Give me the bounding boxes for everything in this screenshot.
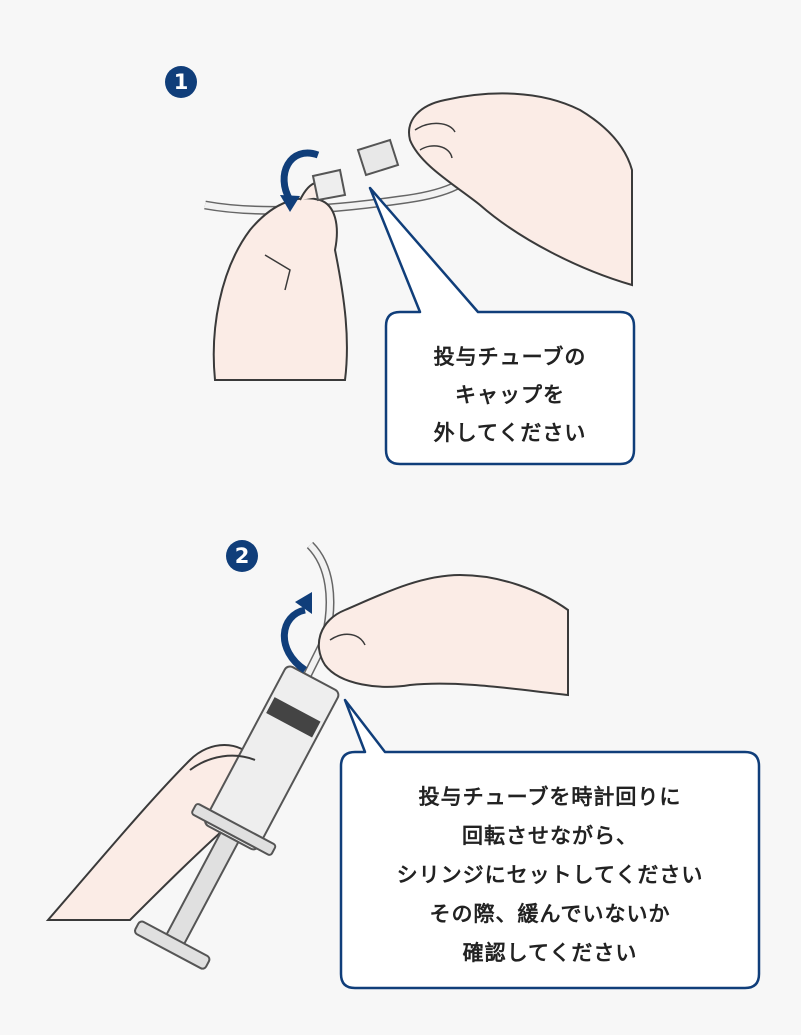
step-2-callout-line: 投与チューブを時計回りに — [418, 785, 682, 809]
step-2-callout-line: その際、緩んでいないか — [429, 902, 671, 926]
step-1-callout-line: 投与チューブの — [433, 345, 587, 369]
cap-removal-illustration — [204, 92, 636, 466]
step-2-callout: 投与チューブを時計回りに 回転させながら、 シリンジにセットしてください その際… — [340, 778, 760, 973]
step-1-callout: 投与チューブの キャップを 外してください — [386, 338, 634, 452]
step-2-number-badge: 2 — [226, 540, 258, 572]
step-2-callout-line: 回転させながら、 — [462, 824, 638, 848]
syringe-attach-illustration — [45, 541, 761, 990]
step-1-number-badge: 1 — [165, 66, 197, 98]
step-2-callout-line: シリンジにセットしてください — [396, 863, 704, 887]
step-1-callout-line: キャップを — [455, 383, 565, 407]
step-1-callout-line: 外してください — [433, 421, 587, 445]
step-2-callout-line: 確認してください — [462, 941, 638, 965]
